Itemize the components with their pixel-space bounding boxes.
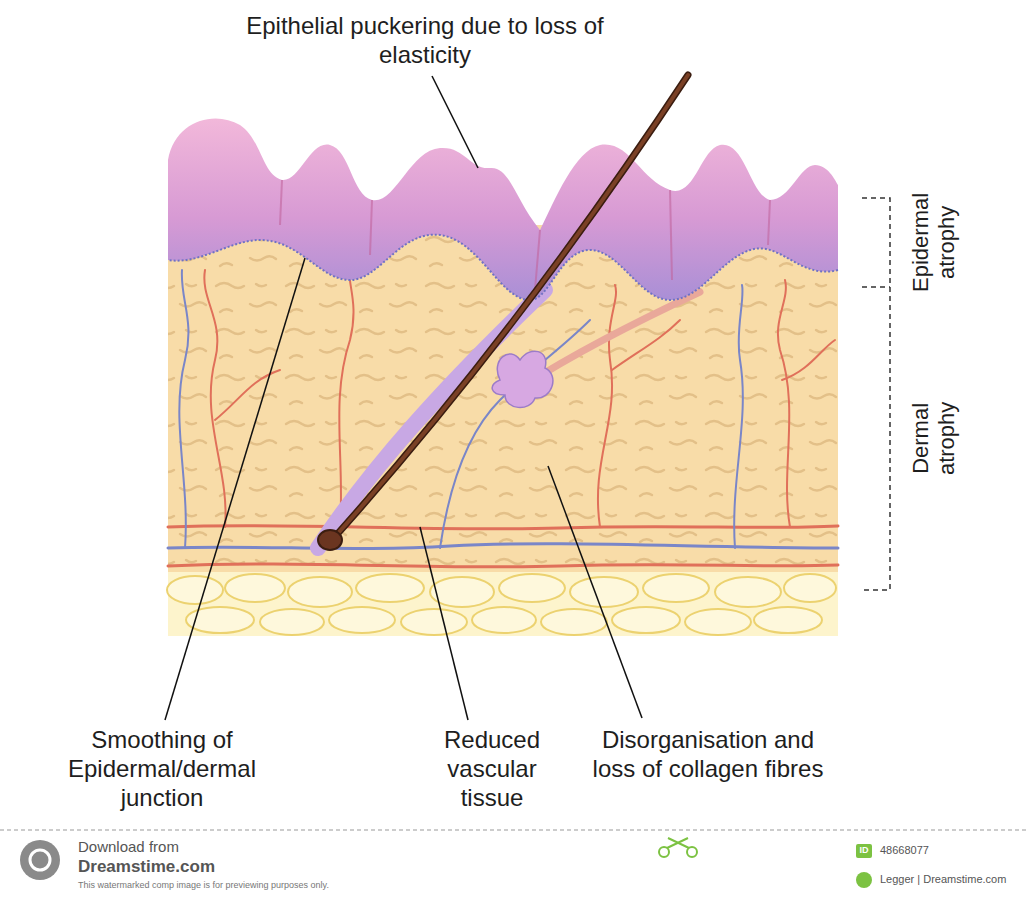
fat-cell — [225, 574, 285, 602]
vein-branch — [179, 270, 188, 548]
fat-layer — [168, 568, 838, 636]
fold-shadow — [280, 180, 282, 225]
fat-cell — [430, 577, 494, 607]
vein — [168, 544, 838, 549]
watermark-text: Legger | Dreamstime.com — [880, 873, 1025, 886]
watermark-text: ID — [856, 845, 872, 856]
fat-cell — [715, 577, 781, 607]
scissors-icon — [659, 838, 697, 857]
fold-shadow — [670, 190, 672, 280]
artery-branch — [782, 340, 835, 380]
hair-shaft-outline — [332, 75, 688, 540]
fat-cell — [329, 607, 395, 633]
watermark-text: 48668077 — [880, 844, 1000, 857]
sebaceous-gland — [492, 351, 553, 407]
fat-cell — [167, 576, 223, 604]
id-badge — [856, 844, 872, 858]
layer-label: Dermal atrophy — [908, 373, 961, 503]
artery — [168, 526, 838, 529]
fat-cell — [784, 574, 836, 602]
callout-label: Smoothing of Epidermal/dermal junction — [52, 726, 272, 812]
hair-shaft — [332, 75, 688, 540]
callout-label: Disorganisation and loss of collagen fib… — [583, 726, 833, 784]
vein-branch — [440, 320, 590, 548]
epidermal-dermal-junction — [168, 235, 838, 300]
watermark-text: Dreamstime.com — [78, 857, 278, 877]
arrector-pili-muscle — [525, 292, 700, 385]
fat-cell — [754, 607, 822, 633]
hair-bulb — [318, 530, 342, 550]
watermark-text: This watermarked comp image is for previ… — [78, 880, 398, 891]
fold-shadows — [280, 180, 770, 290]
footer-logo-ring — [30, 850, 50, 870]
fat-cell — [541, 609, 607, 635]
watermark-text: Download from — [78, 838, 278, 856]
leader-line — [548, 466, 642, 718]
vein-branch — [734, 285, 743, 548]
artery-branch — [598, 285, 616, 527]
leader-line — [432, 76, 478, 168]
layer-bracket — [862, 198, 890, 590]
artery-branch — [339, 262, 353, 527]
fat-cell — [685, 609, 751, 635]
fat-cell — [499, 574, 565, 602]
callout-label: Epithelial puckering due to loss of elas… — [245, 12, 605, 70]
fat-cell — [186, 607, 254, 633]
artery-branch — [778, 280, 790, 527]
fat-cell — [643, 574, 709, 602]
footer-logo — [20, 840, 60, 880]
copyright-badge — [856, 872, 872, 888]
artery-branch — [204, 270, 225, 527]
leader-lines — [165, 76, 642, 720]
fat-cell — [612, 607, 680, 633]
blood-vessels — [168, 262, 838, 567]
footer-divider — [0, 830, 1027, 831]
fat-cell — [288, 577, 352, 607]
bracket-line — [862, 198, 890, 590]
fat-cell — [472, 607, 536, 633]
artery — [168, 564, 838, 567]
fold-shadow — [768, 200, 770, 245]
fat-cells — [167, 574, 836, 635]
scissors-blades — [667, 838, 689, 848]
fat-cell — [401, 609, 467, 635]
fat-cell — [356, 574, 424, 602]
callout-label: Reduced vascular tissue — [417, 726, 567, 812]
bracket-divider — [862, 286, 890, 288]
layer-label: Epidermal atrophy — [908, 177, 961, 307]
fat-cell — [260, 609, 324, 635]
leader-line — [165, 258, 305, 720]
leader-line — [420, 527, 468, 720]
epidermis — [168, 118, 838, 300]
fold-shadow — [370, 200, 372, 255]
fat-cell — [570, 577, 638, 607]
artery-branch — [215, 370, 280, 420]
